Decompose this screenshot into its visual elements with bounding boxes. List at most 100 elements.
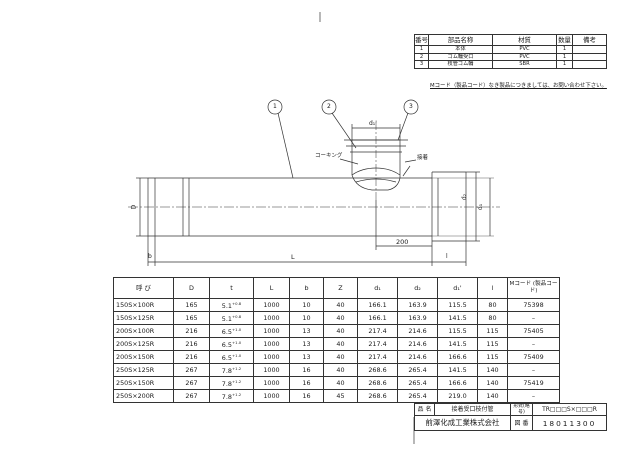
cell-m: 75419 [507,376,560,390]
thickness-tolerance: +0.8 [231,314,242,319]
cell-D: 165 [173,311,210,325]
cell-d1p: 141.5 [437,337,478,351]
cell-Z: 40 [323,376,358,390]
cell-d1p: 166.6 [437,350,478,364]
cell-D: 216 [173,350,210,364]
cell-L: 1000 [253,363,290,377]
cell-m: 75405 [507,324,560,338]
cell-D: 267 [173,363,210,377]
cell-Z: 40 [323,337,358,351]
dimension-header: d₂ [397,277,438,299]
cell-name: 150S×100R [113,298,174,312]
thickness-tolerance: +1.0 [231,353,242,358]
title-block: 品 名 接着受口枝付管 形式(略号) TR□□□S×□□□R 前澤化成工業株式会… [414,403,607,431]
cell-m: 75398 [507,298,560,312]
cell-d1: 268.6 [357,363,398,377]
thickness-tolerance: +1.2 [231,379,242,384]
cell-name: 200S×100R [113,324,174,338]
cell-d1: 217.4 [357,324,398,338]
dim-200-label: 200 [396,238,409,246]
cell-b: 13 [289,350,324,364]
cell-d1: 268.6 [357,389,398,403]
thickness-tolerance: +1.0 [231,327,242,332]
parts-row: 1 本体 PVC 1 [414,45,607,54]
cell-t: 6.5+1.0 [209,350,254,364]
cell-d2: 214.6 [397,350,438,364]
cell-b: 16 [289,376,324,390]
cell-t: 5.1+0.8 [209,298,254,312]
balloon-2-label: 2 [327,103,331,110]
parts-header-qty: 数量 [556,34,573,46]
cell-d2: 163.9 [397,298,438,312]
cell-D: 216 [173,324,210,338]
cell-name: 200S×150R [113,350,174,364]
cell-Z: 40 [323,298,358,312]
cell-b: 13 [289,337,324,351]
cell-t: 6.5+1.0 [209,337,254,351]
cell-d2: 265.4 [397,363,438,377]
cell-Z: 40 [323,324,358,338]
cell-d1p: 141.5 [437,363,478,377]
cell-Z: 40 [323,350,358,364]
cell-m: 75409 [507,350,560,364]
cell-b: 10 [289,298,324,312]
balloon-1-label: 1 [273,103,277,110]
cell-d1: 166.1 [357,298,398,312]
cell-L: 1000 [253,350,290,364]
cell-D: 165 [173,298,210,312]
cell-d2: 163.9 [397,311,438,325]
title-model-label: 形式(略号) [510,403,533,416]
cell-m: – [507,311,560,325]
thickness-value: 6.5 [221,341,232,349]
cell-l: 80 [477,298,508,312]
cell-m: – [507,337,560,351]
cell-d2: 214.6 [397,337,438,351]
dim-L-label: L [291,253,295,261]
parts-header-no: 番号 [414,34,429,46]
cell-d2: 265.4 [397,389,438,403]
cell-b: 13 [289,324,324,338]
cell-d1p: 219.0 [437,389,478,403]
thickness-tolerance: +1.2 [231,366,242,371]
thickness-value: 7.8 [221,380,232,388]
cell-d1: 166.1 [357,311,398,325]
cell-l: 140 [477,376,508,390]
cell-d1p: 115.5 [437,298,478,312]
cell-m: – [507,363,560,377]
cell-b: 16 [289,389,324,403]
cell-Z: 40 [323,363,358,377]
dim-b-label: b [148,253,152,260]
adhesion-label: 接着 [417,155,429,161]
cell-d2: 265.4 [397,376,438,390]
parts-row: 3 枝管ゴム輪 SBR 1 [414,60,607,69]
balloon-3-label: 3 [409,103,413,110]
dim-l-label: l [446,253,448,260]
thickness-value: 5.1 [221,315,232,323]
cell-name: 250S×125R [113,363,174,377]
cell-L: 1000 [253,311,290,325]
thickness-value: 7.8 [221,393,232,401]
thickness-tolerance: +1.0 [231,340,242,345]
cell-t: 7.8+1.2 [209,389,254,403]
cell-t: 5.1+0.8 [209,311,254,325]
dimension-header: t [209,277,254,299]
cell-Z: 45 [323,389,358,403]
cell-d1p: 115.5 [437,324,478,338]
cell-t: 7.8+1.2 [209,363,254,377]
caulking-label: コーキング [315,153,343,159]
thickness-tolerance: +0.8 [231,301,242,306]
dimension-header: 呼 び [113,277,174,299]
cell-d1: 217.4 [357,337,398,351]
cell-l: 140 [477,389,508,403]
cell-D: 216 [173,337,210,351]
d-dimension-label: D [130,204,138,210]
dimension-header: l [477,277,508,299]
